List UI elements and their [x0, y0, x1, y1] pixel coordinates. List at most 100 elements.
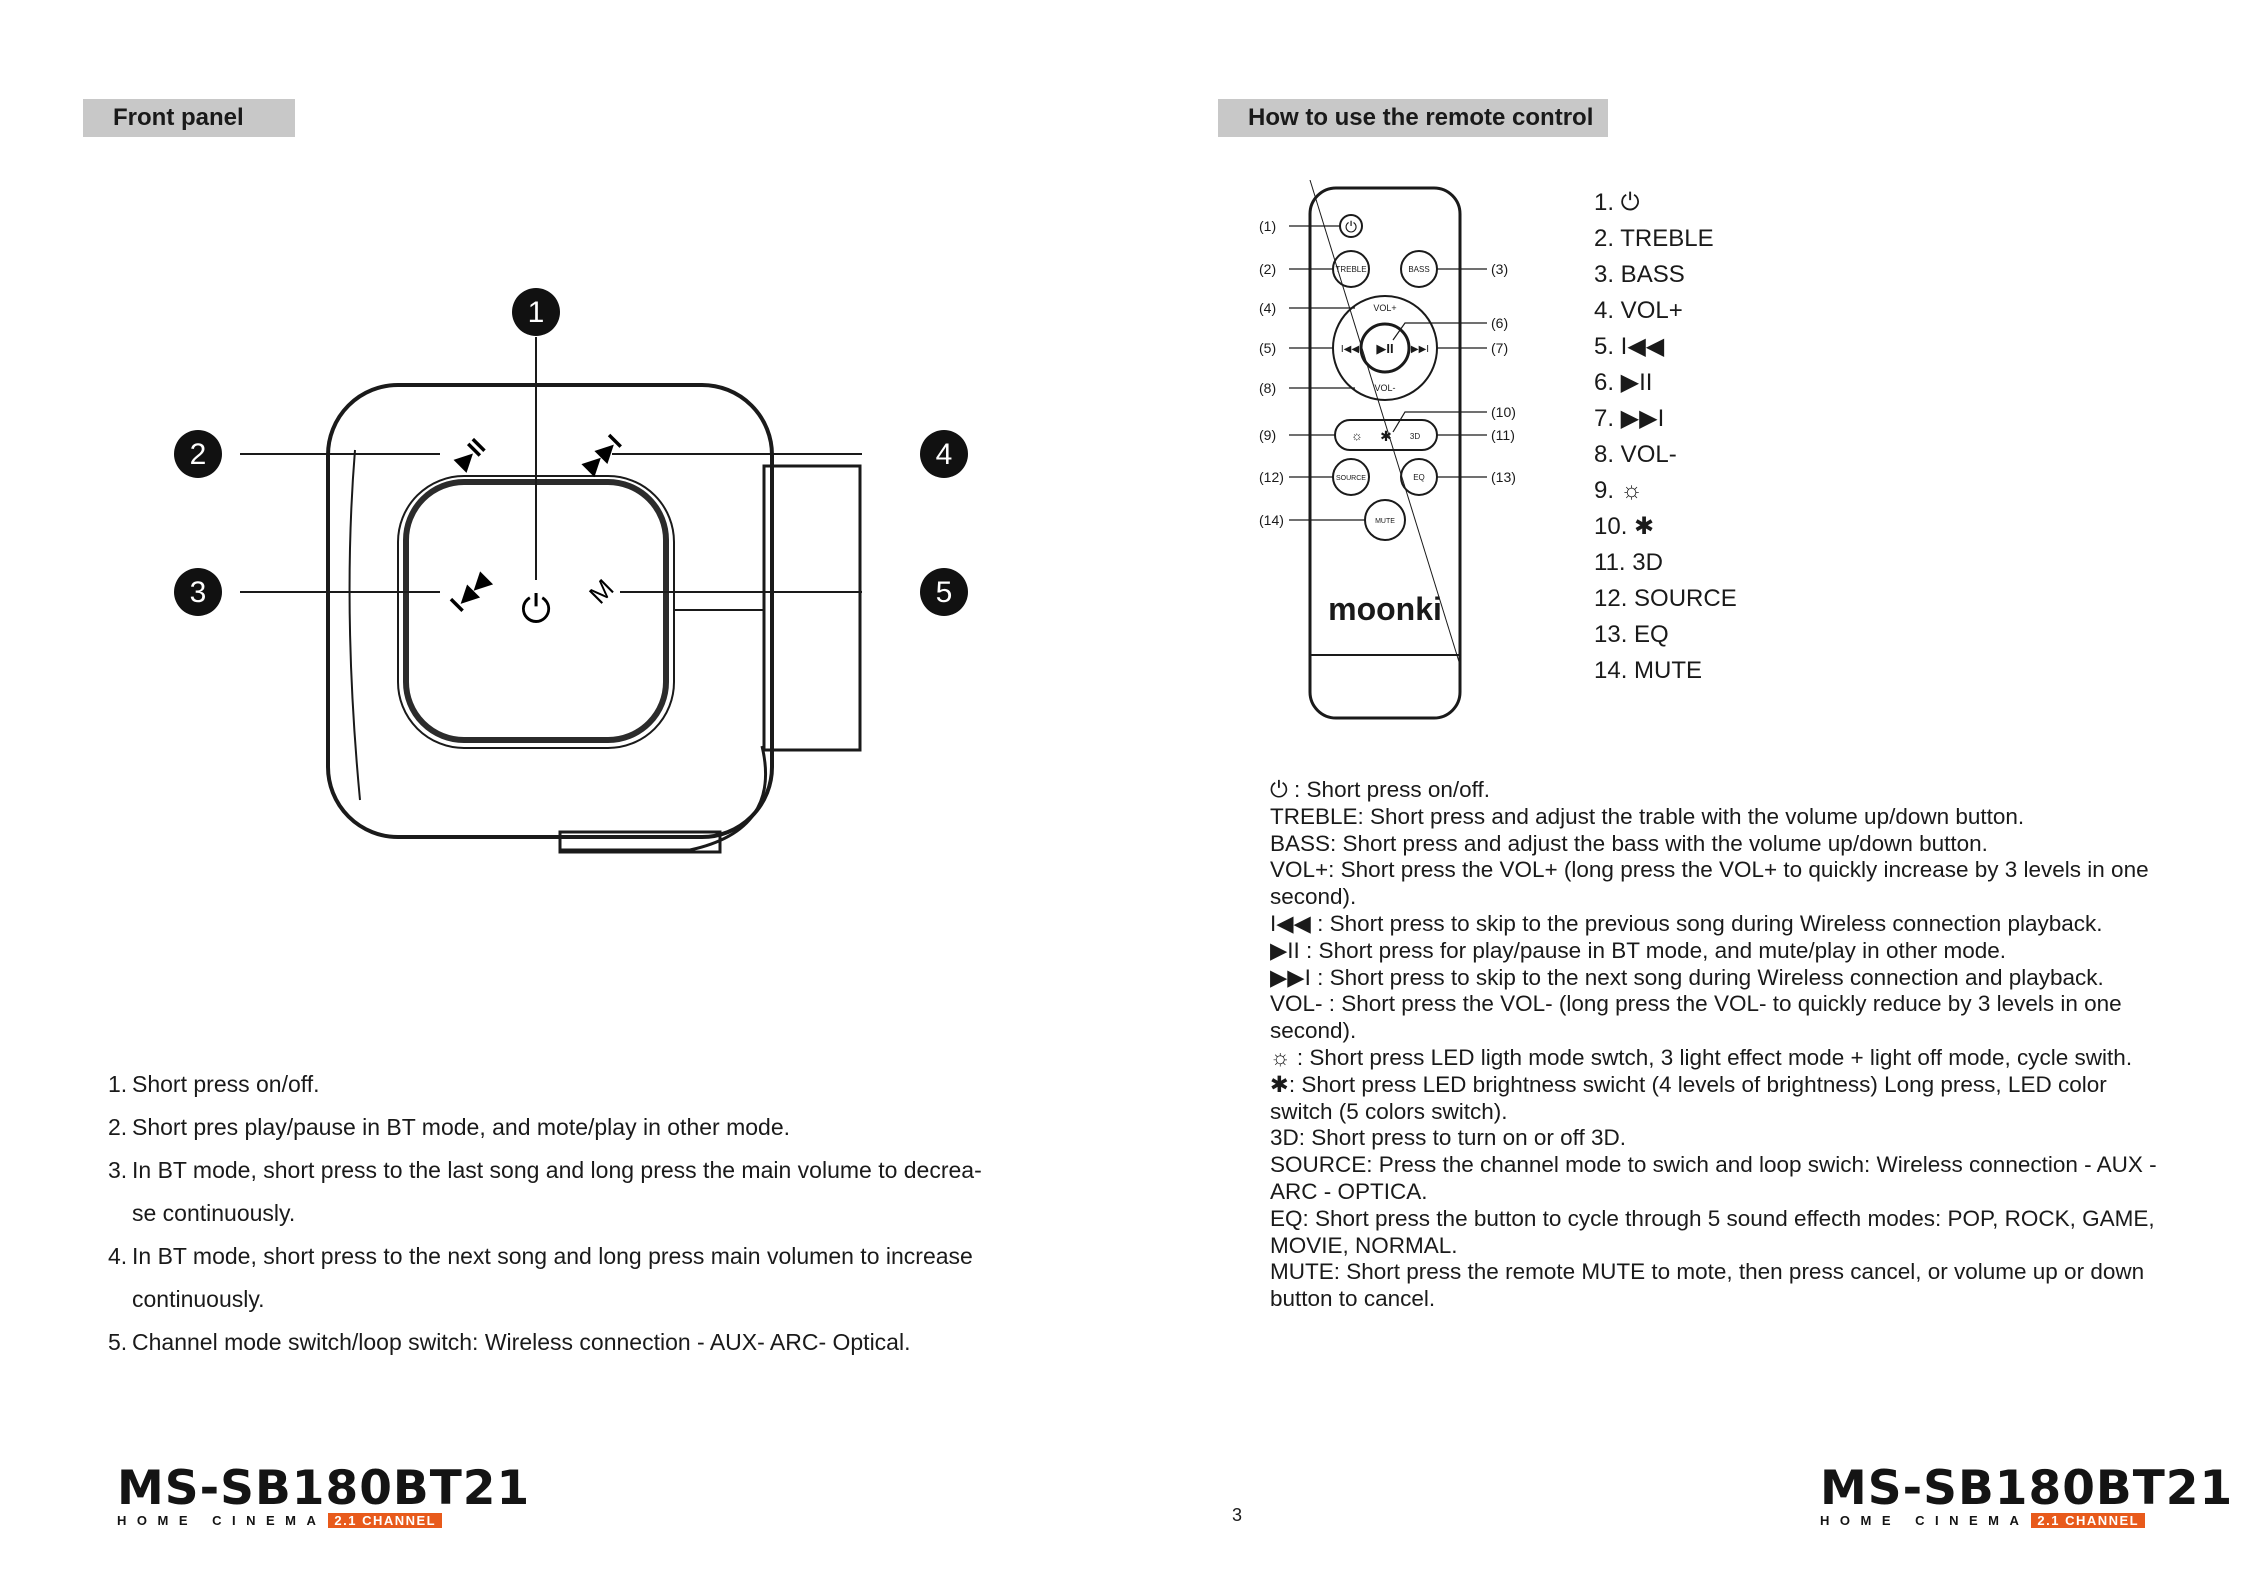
remote-header: How to use the remote control: [1218, 99, 1608, 137]
legend-item: 4. VOL+: [1594, 297, 1683, 324]
remote-callout-2: (2): [1259, 261, 1276, 277]
legend-item: 13. EQ: [1594, 621, 1669, 648]
remote-callout-10: (10): [1491, 404, 1516, 420]
brand-logo: MS-SB180BT21: [1820, 1461, 2234, 1516]
legend-item: 10. ✱: [1594, 513, 1655, 540]
list-item: 3.In BT mode, short press to the last so…: [108, 1157, 982, 1183]
list-item: 1.Short press on/off.: [108, 1071, 320, 1097]
description-paragraph: ☼ : Short press LED ligth mode swtch, 3 …: [1270, 1044, 2133, 1070]
brand-logo: MS-SB180BT21: [117, 1461, 531, 1516]
callout-3-label: 3: [190, 576, 207, 609]
callout-5-label: 5: [936, 576, 953, 609]
front-panel-header: Front panel: [83, 99, 295, 137]
callout-2-label: 2: [190, 438, 207, 471]
remote-voldown-label: VOL-: [1374, 383, 1395, 393]
legend-item: 3. BASS: [1594, 261, 1685, 288]
remote-diagram: (1) (2) (3) (4) (5) (6) (7) (8) (9) (10)…: [1259, 180, 1516, 720]
remote-3d-label: 3D: [1410, 432, 1420, 441]
legend-item: 1. ⏻: [1594, 189, 1640, 216]
description-paragraph: VOL- : Short press the VOL- (long press …: [1270, 991, 2122, 1044]
callout-circle-4: [920, 430, 968, 478]
remote-prev-icon: I◀◀: [1341, 344, 1359, 355]
remote-callout-6: (6): [1491, 315, 1508, 331]
description-paragraph: BASS: Short press and adjust the bass wi…: [1270, 830, 1988, 856]
callout-circle-3: [174, 568, 222, 616]
description-paragraph: ▶II : Short press for play/pause in BT m…: [1270, 937, 2007, 963]
bottom-stand: [558, 830, 722, 854]
front-panel-list: 1.Short press on/off. 2.Short pres play/…: [108, 1063, 1048, 1364]
description-paragraph: VOL+: Short press the VOL+ (long press t…: [1270, 857, 2149, 910]
speaker-body: [326, 383, 774, 839]
legend-item: 11. 3D: [1594, 549, 1663, 576]
remote-callout-7: (7): [1491, 340, 1508, 356]
description-paragraph: MUTE: Short press the remote MUTE to mot…: [1270, 1259, 2145, 1312]
remote-brand-logo: moonki: [1328, 591, 1442, 627]
legend-item: 2. TREBLE: [1594, 225, 1714, 252]
side-knob: [762, 464, 862, 752]
remote-next-icon: ▶▶I: [1411, 344, 1429, 355]
legend-item: 12. SOURCE: [1594, 585, 1737, 612]
list-item: 2.Short pres play/pause in BT mode, and …: [108, 1114, 791, 1140]
description-paragraph: TREBLE: Short press and adjust the trabl…: [1270, 803, 2025, 829]
page-number: 3: [1232, 1505, 1243, 1525]
remote-callout-14: (14): [1259, 512, 1284, 528]
panel-mode-icon: M: [583, 573, 620, 610]
remote-eq-label: EQ: [1413, 473, 1425, 482]
remote-light-icon: ☼: [1351, 428, 1363, 443]
list-item: 5.Channel mode switch/loop switch: Wirel…: [108, 1329, 911, 1355]
brand-tag: 2.1 CHANNEL: [2031, 1513, 2146, 1528]
remote-callout-4: (4): [1259, 300, 1276, 316]
remote-play-button: [1359, 322, 1411, 374]
description-paragraph: 3D: Short press to turn on or off 3D.: [1270, 1125, 1627, 1151]
legend-item: 8. VOL-: [1594, 441, 1677, 468]
remote-callout-9: (9): [1259, 427, 1276, 443]
remote-descriptions: ⏻ : Short press on/off. TREBLE: Short pr…: [1270, 777, 2170, 1313]
remote-power-icon: ⏻: [1345, 219, 1357, 236]
remote-volup-label: VOL+: [1373, 303, 1396, 313]
description-paragraph: SOURCE: Press the channel mode to swich …: [1270, 1152, 2157, 1204]
remote-callout-5: (5): [1259, 340, 1276, 356]
description-paragraph: I◀◀ : Short press to skip to the previou…: [1270, 910, 2103, 936]
remote-callout-12: (12): [1259, 469, 1284, 485]
list-item: 4.In BT mode, short press to the next so…: [108, 1243, 973, 1269]
remote-source-label: SOURCE: [1336, 475, 1366, 482]
description-paragraph: EQ: Short press the button to cycle thro…: [1270, 1205, 2155, 1258]
remote-callout-8: (8): [1259, 380, 1276, 396]
remote-callout-3: (3): [1491, 261, 1508, 277]
panel-next-icon: ▶▶I: [577, 429, 627, 479]
legend-item: 14. MUTE: [1594, 657, 1703, 684]
panel-power-icon: ⏻: [521, 589, 551, 631]
panel-prev-icon: I◀◀: [445, 567, 495, 617]
remote-callout-11: (11): [1491, 427, 1515, 443]
description-paragraph: ✱: Short press LED brightness swicht (4 …: [1270, 1071, 2107, 1124]
remote-body: [1308, 186, 1462, 720]
description-paragraph: ▶▶I : Short press to skip to the next so…: [1270, 964, 2104, 990]
panel-play-pause-icon: ▶II: [450, 434, 492, 476]
remote-callout-1: (1): [1259, 218, 1276, 234]
callout-circle-1: [512, 288, 560, 336]
remote-treble-label: TREBLE: [1335, 265, 1366, 274]
front-panel-diagram: ⏻ ▶II ▶▶I I◀◀ M 1 2 3 4 5: [174, 288, 968, 854]
remote-bass-label: BASS: [1408, 265, 1429, 274]
callout-4-label: 4: [936, 438, 953, 471]
description-paragraph: ⏻ : Short press on/off.: [1270, 777, 1490, 802]
callout-circle-5: [920, 568, 968, 616]
legend-item: 9. ☼: [1594, 477, 1643, 504]
legend-item: 5. I◀◀: [1594, 333, 1665, 360]
remote-star-icon: ✱: [1380, 428, 1392, 444]
legend-item: 7. ▶▶I: [1594, 405, 1665, 432]
brand-tag: 2.1 CHANNEL: [328, 1513, 443, 1528]
list-item: continuously.: [132, 1286, 265, 1312]
callout-1-label: 1: [528, 296, 545, 329]
callout-circle-2: [174, 430, 222, 478]
remote-mute-label: MUTE: [1375, 518, 1395, 525]
list-item: se continuously.: [132, 1200, 296, 1226]
remote-callout-13: (13): [1491, 469, 1516, 485]
legend-item: 6. ▶II: [1594, 369, 1653, 396]
remote-legend: 1. ⏻ 2. TREBLE 3. BASS 4. VOL+ 5. I◀◀ 6.…: [1594, 185, 1737, 689]
remote-play-icon: ▶II: [1376, 341, 1393, 356]
